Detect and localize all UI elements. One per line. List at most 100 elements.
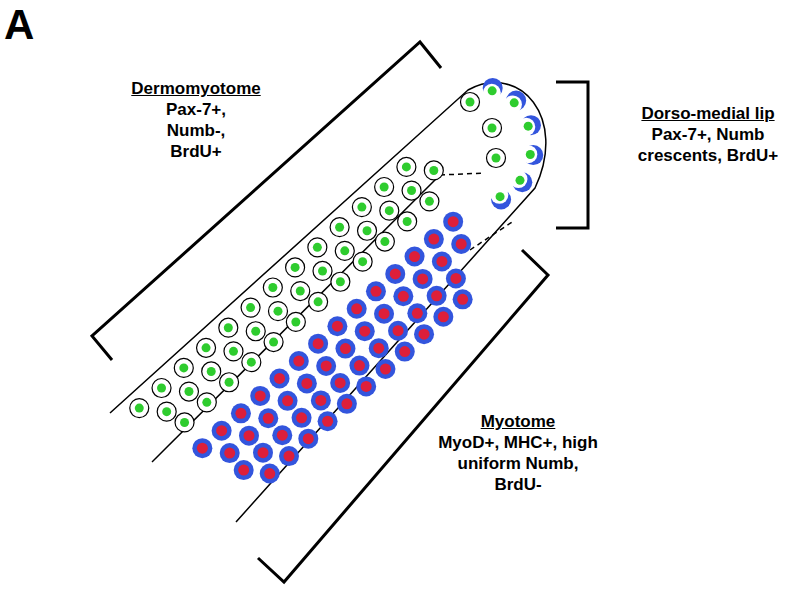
myotome-cell bbox=[289, 351, 309, 371]
dermomyotome-cell bbox=[308, 238, 327, 257]
myotome-cell bbox=[375, 359, 395, 379]
lip-cell bbox=[490, 186, 511, 210]
dermomyotome-cell bbox=[330, 218, 349, 237]
myotome-cell bbox=[292, 408, 312, 428]
dermomyotome-cell bbox=[246, 322, 265, 341]
myotome-cell bbox=[349, 356, 369, 376]
myotome-cell bbox=[356, 376, 376, 396]
dermomyotome-cell bbox=[268, 302, 287, 321]
myotome-cell bbox=[212, 421, 232, 441]
dermomyotome-cell bbox=[358, 221, 377, 240]
dermomyotome-bracket bbox=[92, 42, 441, 360]
dermomyotome-cell bbox=[220, 373, 239, 392]
myotome-cell bbox=[278, 391, 298, 411]
myotome-cell bbox=[366, 281, 386, 301]
myotome-cell bbox=[308, 334, 328, 354]
myotome-cell bbox=[337, 394, 357, 414]
myotome-cell bbox=[451, 234, 471, 254]
myotome-cell bbox=[253, 443, 273, 463]
myotome-cell bbox=[385, 264, 405, 284]
dermomyotome-cell bbox=[219, 318, 238, 337]
lip-cell bbox=[461, 93, 480, 112]
dermomyotome-cell bbox=[424, 161, 443, 180]
dermomyotome-cell bbox=[286, 312, 305, 331]
myotome-cell bbox=[330, 373, 350, 393]
dermomyotome-cell bbox=[397, 157, 416, 176]
dermomyotome-cell bbox=[197, 338, 216, 357]
myotome-cell bbox=[260, 464, 280, 484]
marker-list: Pax-7+, Numb-, BrdU+ bbox=[159, 99, 233, 162]
myotome-cell bbox=[316, 356, 336, 376]
dermomyotome-cell bbox=[313, 261, 332, 280]
myotome-cell bbox=[231, 403, 251, 423]
myotome-cell bbox=[414, 324, 434, 344]
dermomyotome-cell bbox=[335, 241, 354, 260]
myotome-cell bbox=[297, 373, 317, 393]
myotome-cell bbox=[433, 307, 453, 327]
myotome-cell bbox=[427, 286, 447, 306]
myotome-cell bbox=[453, 289, 473, 309]
dermomyotome-cell bbox=[202, 362, 221, 381]
dermomyotome-cell bbox=[286, 258, 305, 277]
myotome-cell bbox=[270, 368, 290, 388]
region-heading: Dorso-medial lip bbox=[623, 103, 793, 124]
lip-cell bbox=[509, 170, 532, 192]
dermomyotome-cell bbox=[375, 232, 394, 251]
myotome-cell bbox=[369, 338, 389, 358]
region-heading: Myotome bbox=[448, 411, 588, 432]
dermomyotome-cell bbox=[420, 192, 439, 211]
dermomyotome-cell bbox=[375, 178, 394, 197]
myotome-cell bbox=[413, 269, 433, 289]
myotome-cell bbox=[405, 247, 425, 267]
dermomyotome-cell bbox=[179, 382, 198, 401]
myotome-cell bbox=[298, 429, 318, 449]
myotome-cell bbox=[327, 316, 347, 336]
dermomyotome-cell bbox=[152, 379, 171, 398]
lip-boundary bbox=[440, 173, 512, 250]
dermomyotome-cell bbox=[197, 393, 216, 412]
myotome-cell bbox=[432, 251, 452, 271]
lip-cell bbox=[483, 119, 502, 138]
dermomyotome-cell bbox=[264, 333, 283, 352]
myotome-cell bbox=[424, 229, 444, 249]
dermomyotome-cell bbox=[380, 201, 399, 220]
dermomyotome-cell bbox=[242, 353, 261, 372]
dermomyotome-cell bbox=[398, 212, 417, 231]
lip-cell bbox=[487, 149, 506, 168]
dermomyotome-cell bbox=[353, 252, 372, 271]
dermomyotome-cell bbox=[331, 272, 350, 291]
myotome-cell bbox=[388, 321, 408, 341]
myotome-cell bbox=[446, 268, 466, 288]
dermomyotome-cell bbox=[130, 399, 149, 418]
dermomyotome-cell bbox=[241, 298, 260, 317]
region-heading: Dermomyotome bbox=[116, 78, 276, 99]
dermomyotome-cell bbox=[175, 413, 194, 432]
myotome-cell bbox=[393, 286, 413, 306]
myotome-cell bbox=[220, 443, 240, 463]
dermomyotome-myotome-boundary bbox=[152, 175, 440, 462]
myotome-cell bbox=[234, 460, 254, 480]
myotome-cell bbox=[407, 303, 427, 323]
panel-letter: A bbox=[4, 2, 64, 48]
dermomyotome-cell bbox=[157, 402, 176, 421]
myotome-cell bbox=[239, 426, 259, 446]
myotome-cell bbox=[355, 321, 375, 341]
dermomyotome-cell bbox=[224, 342, 243, 361]
myotome-cell bbox=[250, 386, 270, 406]
dermomyotome-cell bbox=[263, 278, 282, 297]
myotome-cell bbox=[258, 408, 278, 428]
marker-list: Pax-7+, Numb crescents, BrdU+ bbox=[633, 124, 783, 166]
myotome-cell bbox=[335, 339, 355, 359]
myotome-cell bbox=[272, 425, 292, 445]
lip-cell bbox=[504, 91, 526, 114]
myotome-cell bbox=[347, 299, 367, 319]
lip-cell bbox=[517, 115, 541, 136]
lip-cell bbox=[519, 145, 543, 165]
lip-bracket bbox=[556, 82, 588, 228]
marker-list: MyoD+, MHC+, high uniform Numb, BrdU- bbox=[432, 432, 604, 495]
myotome-cell bbox=[192, 438, 212, 458]
myotome-cell bbox=[318, 411, 338, 431]
dermomyotome-cell bbox=[174, 358, 193, 377]
